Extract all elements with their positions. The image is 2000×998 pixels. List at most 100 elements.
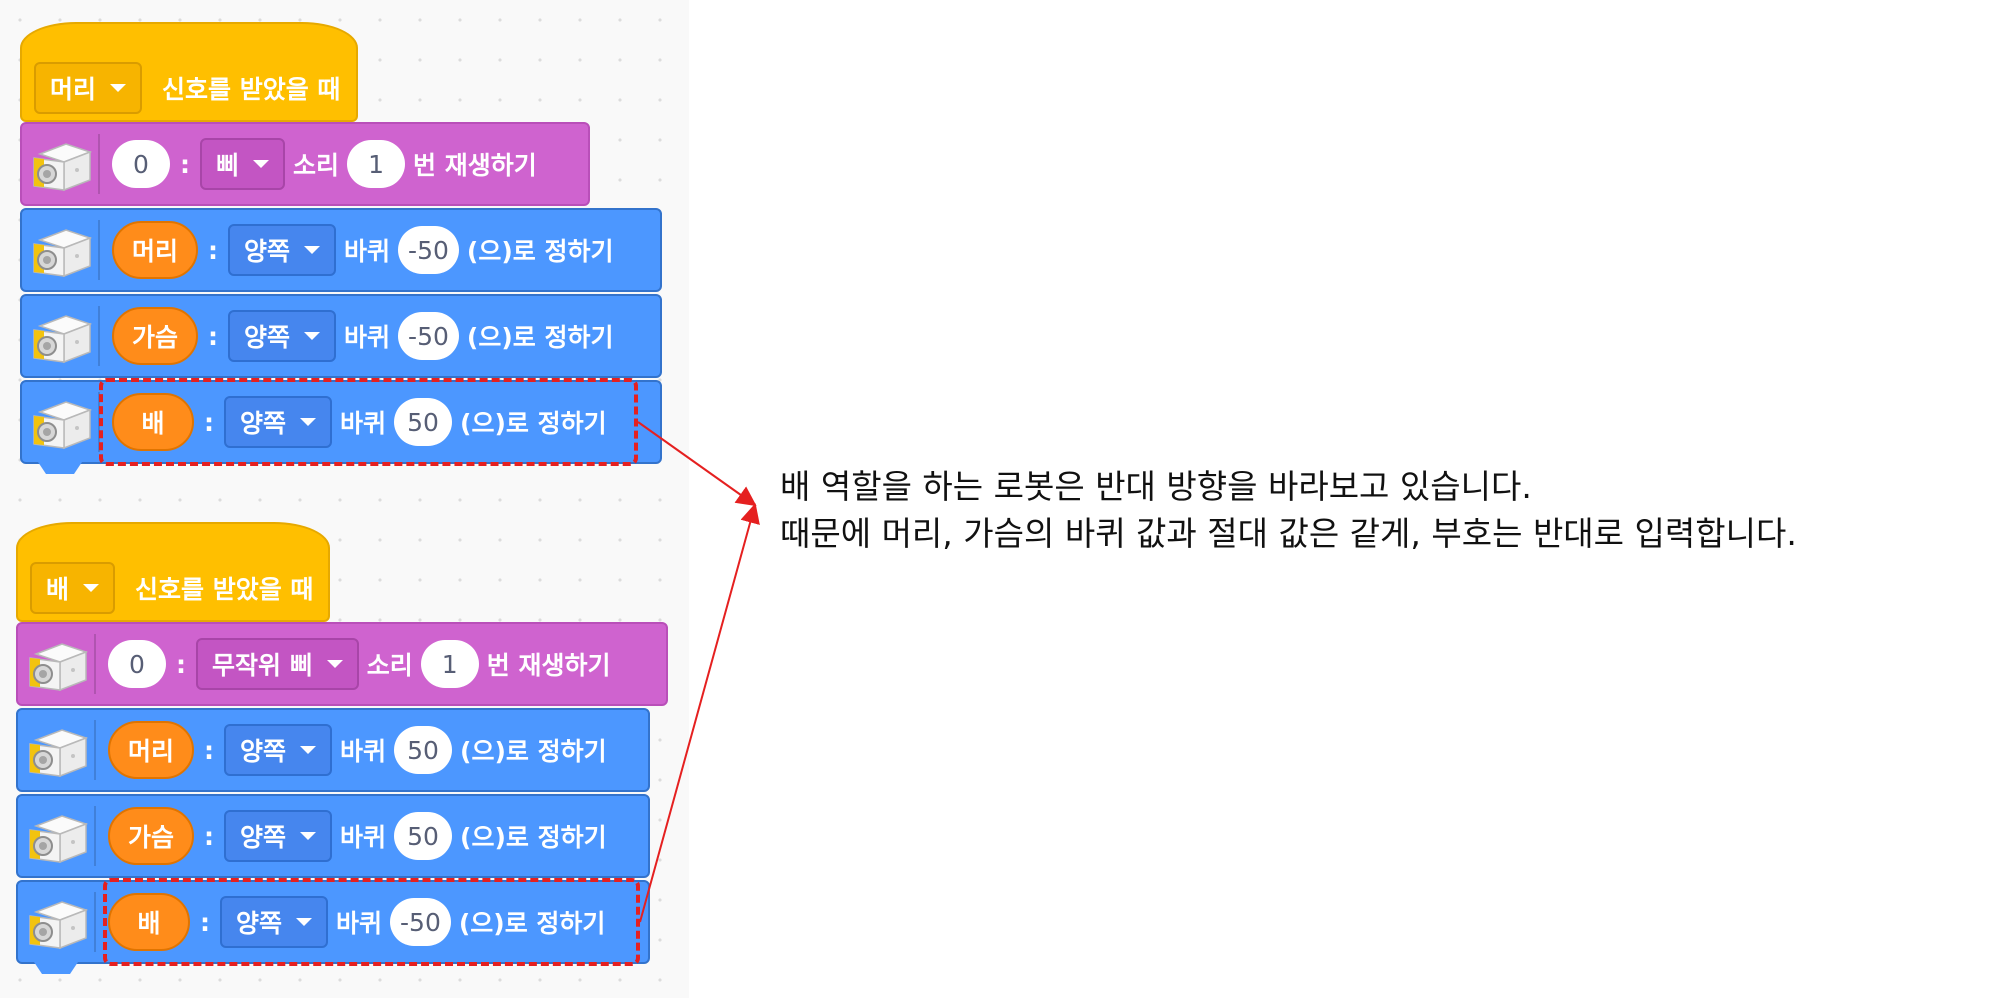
wheel-speed-input[interactable]: -50 — [398, 312, 459, 360]
annotation-arrow — [637, 421, 757, 507]
wheel-speed-input[interactable]: 50 — [394, 812, 453, 860]
set-wheel-speed-block[interactable]: 배 : 양쪽 바퀴 -50 (으)로 정하기 — [16, 880, 650, 974]
highlight-box-head-stack-belly-block — [99, 378, 638, 466]
when-signal-received-hat-block[interactable]: 머리 신호를 받았을 때 — [20, 22, 358, 122]
wheel-speed-input[interactable]: 50 — [394, 726, 453, 774]
robot-index-input[interactable]: 0 — [108, 640, 166, 688]
block-divider — [94, 892, 96, 952]
dropdown-caret-icon — [110, 84, 127, 92]
dropdown-caret-icon — [83, 584, 100, 592]
wheel-side-dropdown[interactable]: 양쪽 — [224, 810, 333, 862]
signal-dropdown-label: 배 — [46, 575, 70, 604]
block-divider — [94, 720, 96, 780]
wheel-side-dropdown[interactable]: 양쪽 — [228, 224, 337, 276]
signal-dropdown[interactable]: 배 — [30, 562, 116, 614]
wheel-side-dropdown[interactable]: 양쪽 — [224, 396, 333, 448]
block-divider — [98, 134, 100, 194]
robot-part-reporter[interactable]: 가슴 — [108, 807, 195, 865]
set-to-label: (으)로 정하기 — [466, 323, 614, 352]
wheel-speed-input[interactable]: 50 — [394, 398, 453, 446]
colon-label: : — [204, 821, 215, 851]
signal-dropdown[interactable]: 머리 — [34, 62, 143, 114]
wheel-speed-input[interactable]: -50 — [390, 898, 451, 946]
set-to-label: (으)로 정하기 — [460, 823, 607, 852]
block-workspace[interactable]: 머리 신호를 받았을 때 0 : 삐 소리 1 번 재생하기 머리 : — [0, 0, 689, 998]
wheel-label: 바퀴 — [344, 323, 391, 352]
wheel-side-dropdown[interactable]: 양쪽 — [224, 724, 333, 776]
dropdown-caret-icon — [253, 160, 270, 168]
colon-label: : — [208, 321, 219, 351]
robot-part-reporter[interactable]: 머리 — [108, 721, 195, 779]
block-bottom-notch — [38, 462, 82, 474]
signal-dropdown-label: 머리 — [50, 75, 97, 104]
sound-dropdown-label: 무작위 삐 — [212, 651, 313, 680]
highlight-box-belly-stack-belly-block — [103, 878, 640, 966]
wheel-label: 바퀴 — [340, 737, 387, 766]
colon-label: : — [204, 407, 214, 437]
colon-label: : — [180, 149, 190, 179]
robot-index-input[interactable]: 0 — [112, 140, 170, 188]
set-wheel-speed-block[interactable]: 머리 : 양쪽 바퀴 50 (으)로 정하기 — [16, 708, 650, 792]
colon-label: : — [200, 907, 210, 937]
wheel-label: 바퀴 — [344, 237, 391, 266]
dropdown-caret-icon — [304, 246, 321, 254]
wheel-label: 바퀴 — [340, 409, 387, 438]
annotation-line-1: 배 역할을 하는 로봇은 반대 방향을 바라보고 있습니다. — [780, 467, 1532, 506]
robot-part-reporter[interactable]: 머리 — [112, 221, 199, 279]
wheel-side-dropdown[interactable]: 양쪽 — [228, 310, 337, 362]
dropdown-caret-icon — [300, 746, 317, 754]
dropdown-caret-icon — [304, 332, 321, 340]
dropdown-caret-icon — [296, 918, 313, 926]
repeat-count-input[interactable]: 1 — [347, 140, 406, 188]
annotation-arrow — [639, 503, 760, 923]
set-wheel-speed-block[interactable]: 머리 : 양쪽 바퀴 -50 (으)로 정하기 — [20, 208, 662, 292]
wheel-side-label: 양쪽 — [244, 323, 291, 352]
robot-part-reporter[interactable]: 배 — [108, 893, 190, 951]
robot-part-reporter[interactable]: 배 — [112, 393, 194, 451]
block-divider — [94, 634, 96, 694]
wheel-side-label: 양쪽 — [244, 237, 291, 266]
set-wheel-speed-block[interactable]: 배 : 양쪽 바퀴 50 (으)로 정하기 — [20, 380, 662, 474]
set-wheel-speed-block[interactable]: 가슴 : 양쪽 바퀴 50 (으)로 정하기 — [16, 794, 650, 878]
play-label: 번 재생하기 — [413, 151, 537, 180]
play-sound-block[interactable]: 0 : 무작위 삐 소리 1 번 재생하기 — [16, 622, 668, 706]
sound-label: 소리 — [293, 151, 340, 180]
sound-label: 소리 — [366, 651, 413, 680]
set-to-label: (으)로 정하기 — [458, 909, 606, 938]
robot-part-reporter[interactable]: 가슴 — [112, 307, 199, 365]
sound-dropdown[interactable]: 삐 — [200, 138, 286, 190]
dropdown-caret-icon — [326, 660, 343, 668]
colon-label: : — [204, 735, 215, 765]
wheel-side-label: 양쪽 — [240, 737, 287, 766]
annotation-line-2: 때문에 머리, 가슴의 바퀴 값과 절대 값은 같게, 부호는 반대로 입력합니… — [780, 514, 1797, 553]
colon-label: : — [176, 649, 186, 679]
play-label: 번 재생하기 — [486, 651, 611, 680]
repeat-count-input[interactable]: 1 — [420, 640, 479, 688]
dropdown-caret-icon — [300, 832, 317, 840]
wheel-label: 바퀴 — [340, 823, 387, 852]
block-divider — [98, 306, 100, 366]
dropdown-caret-icon — [300, 418, 317, 426]
when-signal-received-hat-block[interactable]: 배 신호를 받았을 때 — [16, 522, 330, 622]
wheel-side-dropdown[interactable]: 양쪽 — [220, 896, 329, 948]
wheel-side-label: 양쪽 — [240, 823, 287, 852]
wheel-speed-input[interactable]: -50 — [398, 226, 459, 274]
set-wheel-speed-block[interactable]: 가슴 : 양쪽 바퀴 -50 (으)로 정하기 — [20, 294, 662, 378]
block-bottom-notch — [34, 962, 78, 974]
wheel-side-label: 양쪽 — [236, 909, 283, 938]
annotation-text: 배 역할을 하는 로봇은 반대 방향을 바라보고 있습니다. 때문에 머리, 가… — [780, 463, 1797, 557]
hat-block-label: 신호를 받았을 때 — [135, 575, 314, 604]
block-divider — [94, 806, 96, 866]
colon-label: : — [208, 235, 219, 265]
hat-block-label: 신호를 받았을 때 — [162, 75, 341, 104]
set-to-label: (으)로 정하기 — [466, 237, 614, 266]
set-to-label: (으)로 정하기 — [460, 409, 607, 438]
sound-dropdown-label: 삐 — [216, 151, 240, 180]
wheel-side-label: 양쪽 — [240, 409, 287, 438]
sound-dropdown[interactable]: 무작위 삐 — [196, 638, 359, 690]
wheel-label: 바퀴 — [336, 909, 383, 938]
play-sound-block[interactable]: 0 : 삐 소리 1 번 재생하기 — [20, 122, 590, 206]
set-to-label: (으)로 정하기 — [460, 737, 607, 766]
block-divider — [98, 220, 100, 280]
